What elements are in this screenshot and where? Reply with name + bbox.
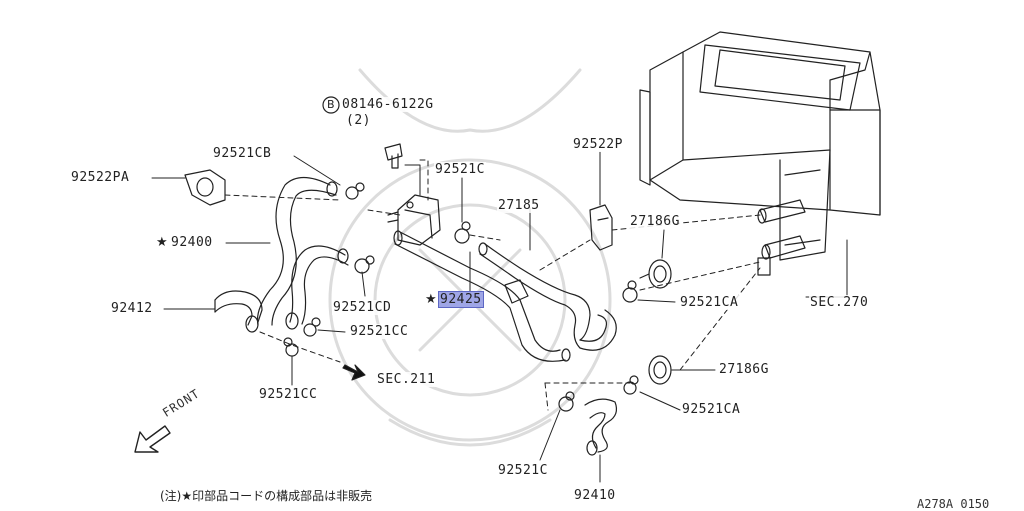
valve-assembly (387, 194, 441, 246)
grommet-lower (648, 355, 672, 385)
part-label-92412[interactable]: 92412 (110, 301, 154, 316)
part-label-92410[interactable]: 92410 (573, 488, 617, 503)
part-label-27186G-top[interactable]: 27186G (629, 214, 681, 229)
part-label-92521CD[interactable]: 92521CD (332, 300, 393, 315)
star-mark-92400: ★ (155, 235, 170, 250)
part-label-92521CB[interactable]: 92521CB (212, 146, 273, 161)
part-label-08146-6122G[interactable]: 08146-6122G (341, 97, 435, 112)
sec211-arrow (342, 364, 366, 381)
grommet-upper (639, 259, 672, 289)
section-label-270[interactable]: SEC.270 (809, 295, 870, 310)
clip-92522P (589, 204, 613, 251)
dashed-routing (224, 159, 761, 411)
part-label-92521CC-mid[interactable]: 92521CC (349, 324, 410, 339)
part-label-92521CA-top[interactable]: 92521CA (679, 295, 740, 310)
part-label-92522P[interactable]: 92522P (572, 137, 624, 152)
hose-92425 (393, 230, 571, 362)
diagram-code: A278A 0150 (917, 497, 990, 511)
footnote: (注)★印部品コードの構成部品は非販売 (160, 489, 373, 503)
part-label-92521CC-bottom[interactable]: 92521CC (258, 387, 319, 402)
star-mark-92425: ★ (424, 292, 439, 307)
part-label-92521CA-bottom[interactable]: 92521CA (681, 402, 742, 417)
clip-92522PA (184, 169, 226, 206)
part-label-27186G-bottom[interactable]: 27186G (718, 362, 770, 377)
part-label-92521C-bottom[interactable]: 92521C (497, 463, 549, 478)
part-label-92425-selected[interactable]: 92425 (438, 291, 484, 308)
part-label-27185[interactable]: 27185 (497, 198, 541, 213)
section-label-211[interactable]: SEC.211 (376, 372, 437, 387)
bolt-quantity: (2) (345, 113, 372, 128)
part-label-92521C-top[interactable]: 92521C (434, 162, 486, 177)
part-label-92400[interactable]: 92400 (170, 235, 214, 250)
b-mark: B (327, 98, 336, 111)
part-label-92522PA[interactable]: 92522PA (70, 170, 131, 185)
hose-92400 (256, 176, 349, 330)
heater-unit (639, 31, 881, 276)
hose-92412 (214, 290, 263, 333)
hose-27185 (478, 242, 617, 351)
b-mark-circle (322, 96, 340, 114)
front-arrow (134, 425, 171, 453)
hose-92410 (584, 398, 618, 456)
bolt (384, 143, 403, 169)
